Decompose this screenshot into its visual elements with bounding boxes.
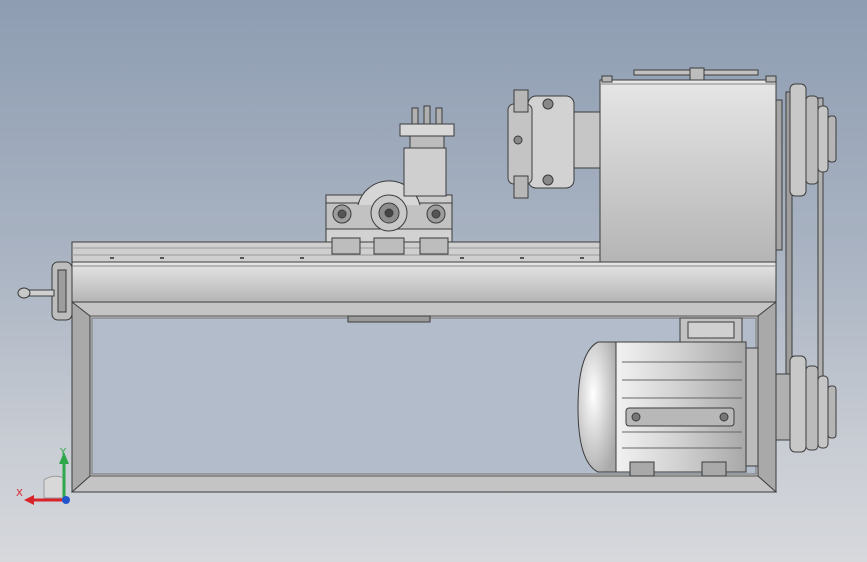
electric-motor: [577, 317, 759, 477]
three-jaw-chuck: [507, 89, 601, 199]
handwheel: [17, 261, 73, 321]
lathe-bed: [71, 261, 777, 303]
spindle-lever: [601, 67, 777, 83]
y-axis-label: Y: [59, 447, 67, 458]
coordinate-triad: Y X: [16, 447, 70, 505]
headstock: [599, 79, 783, 263]
tool-post: [399, 105, 455, 197]
upper-stepped-pulley: [789, 83, 837, 197]
lower-stepped-pulley: [775, 355, 837, 453]
x-axis-label: X: [16, 488, 23, 499]
z-axis-dot: [62, 496, 70, 504]
